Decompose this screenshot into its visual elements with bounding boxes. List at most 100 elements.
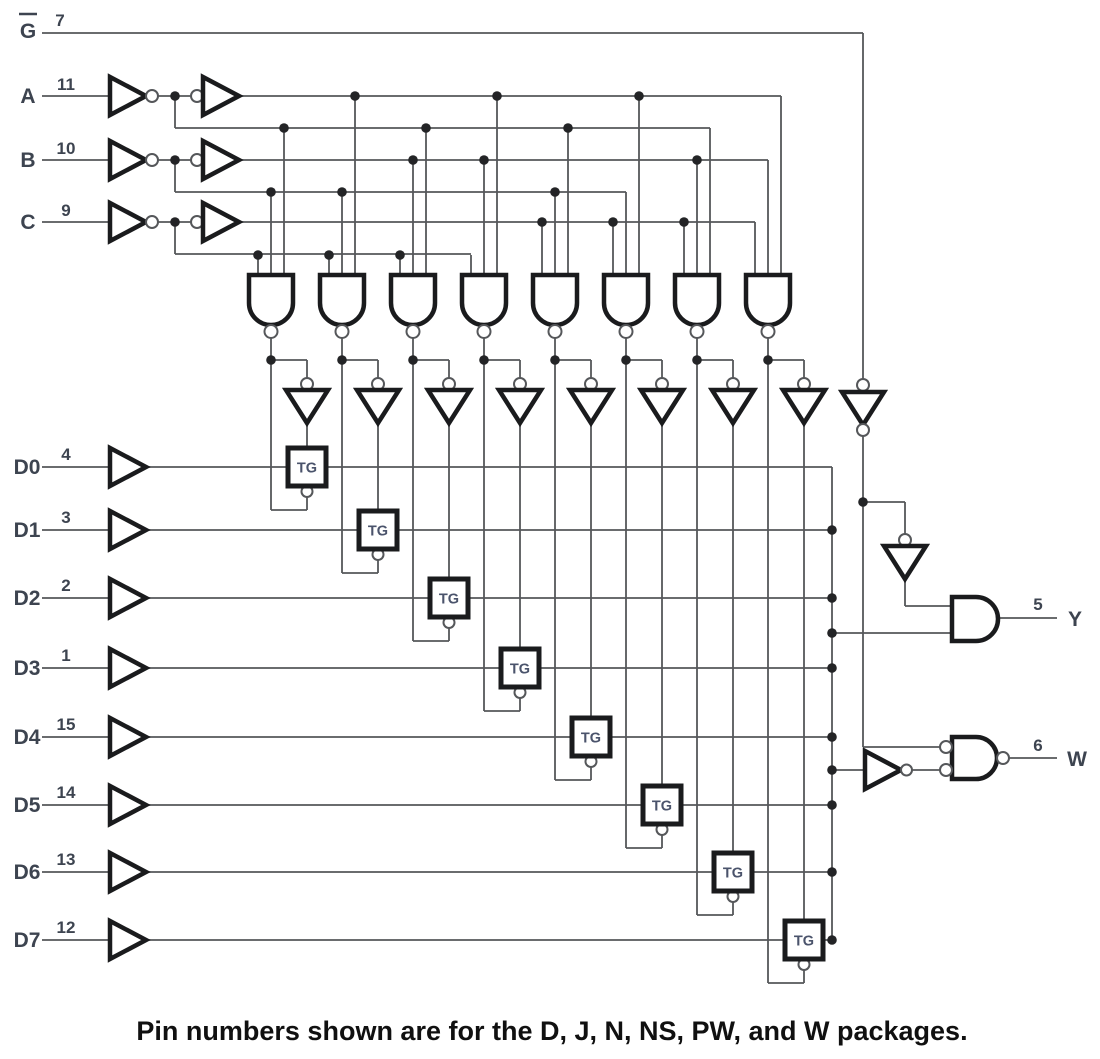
tg-label-5: TG: [652, 799, 672, 815]
junction-dot: [858, 497, 868, 507]
inversion-bubble: [996, 751, 1010, 765]
inversion-bubble: [145, 89, 159, 103]
inversion-bubble: [547, 324, 563, 339]
tg-control-inverter-2: [423, 387, 475, 428]
nand-gate-0: [246, 272, 296, 328]
nand-gate-w: [949, 734, 1000, 782]
select-inverter-2: [107, 199, 151, 245]
pin-number-D6: 13: [57, 850, 76, 869]
input-label-D7: D7: [14, 929, 41, 952]
data-buffer-1: [107, 507, 151, 553]
output-label-W: W: [1067, 748, 1087, 771]
select-buffer-2: [200, 199, 244, 245]
nand-gate-4: [530, 272, 580, 328]
junction-dot: [608, 217, 618, 227]
junction-dot: [170, 91, 180, 101]
nand-gate-1: [317, 272, 367, 328]
input-label-D0: D0: [14, 456, 41, 479]
inversion-bubble: [900, 763, 913, 777]
select-inverter-1: [107, 137, 151, 183]
junction-dot: [408, 355, 418, 365]
junction-dot: [563, 123, 573, 133]
tg-box-7: [782, 918, 826, 962]
junction-dot: [337, 355, 347, 365]
junction-dot: [279, 123, 289, 133]
tg-control-inverter-4: [565, 387, 617, 428]
tg-box-4: [569, 715, 613, 759]
data-buffer-7: [107, 917, 151, 963]
junction-dot: [827, 525, 837, 535]
tg-box-0: [285, 445, 329, 489]
nand-gate-3: [459, 272, 509, 328]
data-buffer-0: [107, 444, 151, 490]
tg-box-1: [356, 508, 400, 552]
junction-dot: [408, 155, 418, 165]
pin-number-D1: 3: [61, 508, 70, 527]
junction-dot: [692, 355, 702, 365]
tg-control-inverter-6: [707, 387, 759, 428]
junction-dot: [337, 187, 347, 197]
tg-label-1: TG: [368, 524, 388, 540]
input-label-2: C: [20, 211, 35, 234]
shapes-layer: [107, 73, 1010, 971]
junction-dot: [621, 355, 631, 365]
tg-control-inverter-7: [778, 387, 830, 428]
junction-dot: [350, 91, 360, 101]
input-label-D4: D4: [14, 726, 41, 749]
junction-dot: [827, 732, 837, 742]
data-buffer-3: [107, 645, 151, 691]
select-inverter-0: [107, 73, 151, 119]
input-label-G: G: [20, 20, 36, 43]
junction-dot: [266, 187, 276, 197]
nand-gate-7: [743, 272, 793, 328]
inversion-bubble: [618, 324, 634, 339]
data-buffer-2: [107, 575, 151, 621]
y-enable-inverter: [879, 543, 931, 584]
inversion-bubble: [939, 740, 953, 754]
junction-dot: [827, 765, 837, 775]
tg-box-2: [427, 576, 471, 620]
tg-label-4: TG: [581, 731, 601, 747]
inversion-bubble: [145, 215, 159, 229]
junction-dot: [170, 155, 180, 165]
nand-gate-2: [388, 272, 438, 328]
pin-number-D7: 12: [57, 918, 76, 937]
tg-label-3: TG: [510, 662, 530, 678]
pin-number-D4: 15: [57, 715, 76, 734]
junction-dot: [550, 355, 560, 365]
junction-dot: [324, 250, 334, 260]
tg-box-5: [640, 783, 684, 827]
inversion-bubble: [145, 153, 159, 167]
junction-dot: [827, 867, 837, 877]
junction-dot: [492, 91, 502, 101]
input-label-D5: D5: [14, 794, 41, 817]
w-inverter: [862, 747, 906, 793]
input-label-1: B: [20, 149, 35, 172]
pin-number-W: 6: [1033, 736, 1042, 755]
data-buffer-4: [107, 714, 151, 760]
wires-layer: [42, 32, 1057, 984]
junction-dot: [266, 355, 276, 365]
tg-label-0: TG: [297, 461, 317, 477]
pin-number-D2: 2: [61, 576, 70, 595]
tg-label-7: TG: [794, 934, 814, 950]
tg-control-inverter-5: [636, 387, 688, 428]
pin-number-G: 7: [55, 11, 64, 30]
and-gate-y: [949, 594, 1001, 644]
junction-dot: [692, 155, 702, 165]
tg-box-3: [498, 646, 542, 690]
output-label-Y: Y: [1068, 608, 1082, 631]
inversion-bubble: [476, 324, 492, 339]
inversion-bubble: [856, 378, 870, 392]
inversion-bubble: [405, 324, 421, 339]
junction-dot: [550, 187, 560, 197]
select-buffer-0: [200, 73, 244, 119]
pin-number-0: 11: [57, 75, 75, 94]
data-buffer-6: [107, 849, 151, 895]
nand-gate-5: [601, 272, 651, 328]
input-label-D3: D3: [14, 657, 41, 680]
inversion-bubble: [263, 324, 279, 339]
tg-label-6: TG: [723, 866, 743, 882]
